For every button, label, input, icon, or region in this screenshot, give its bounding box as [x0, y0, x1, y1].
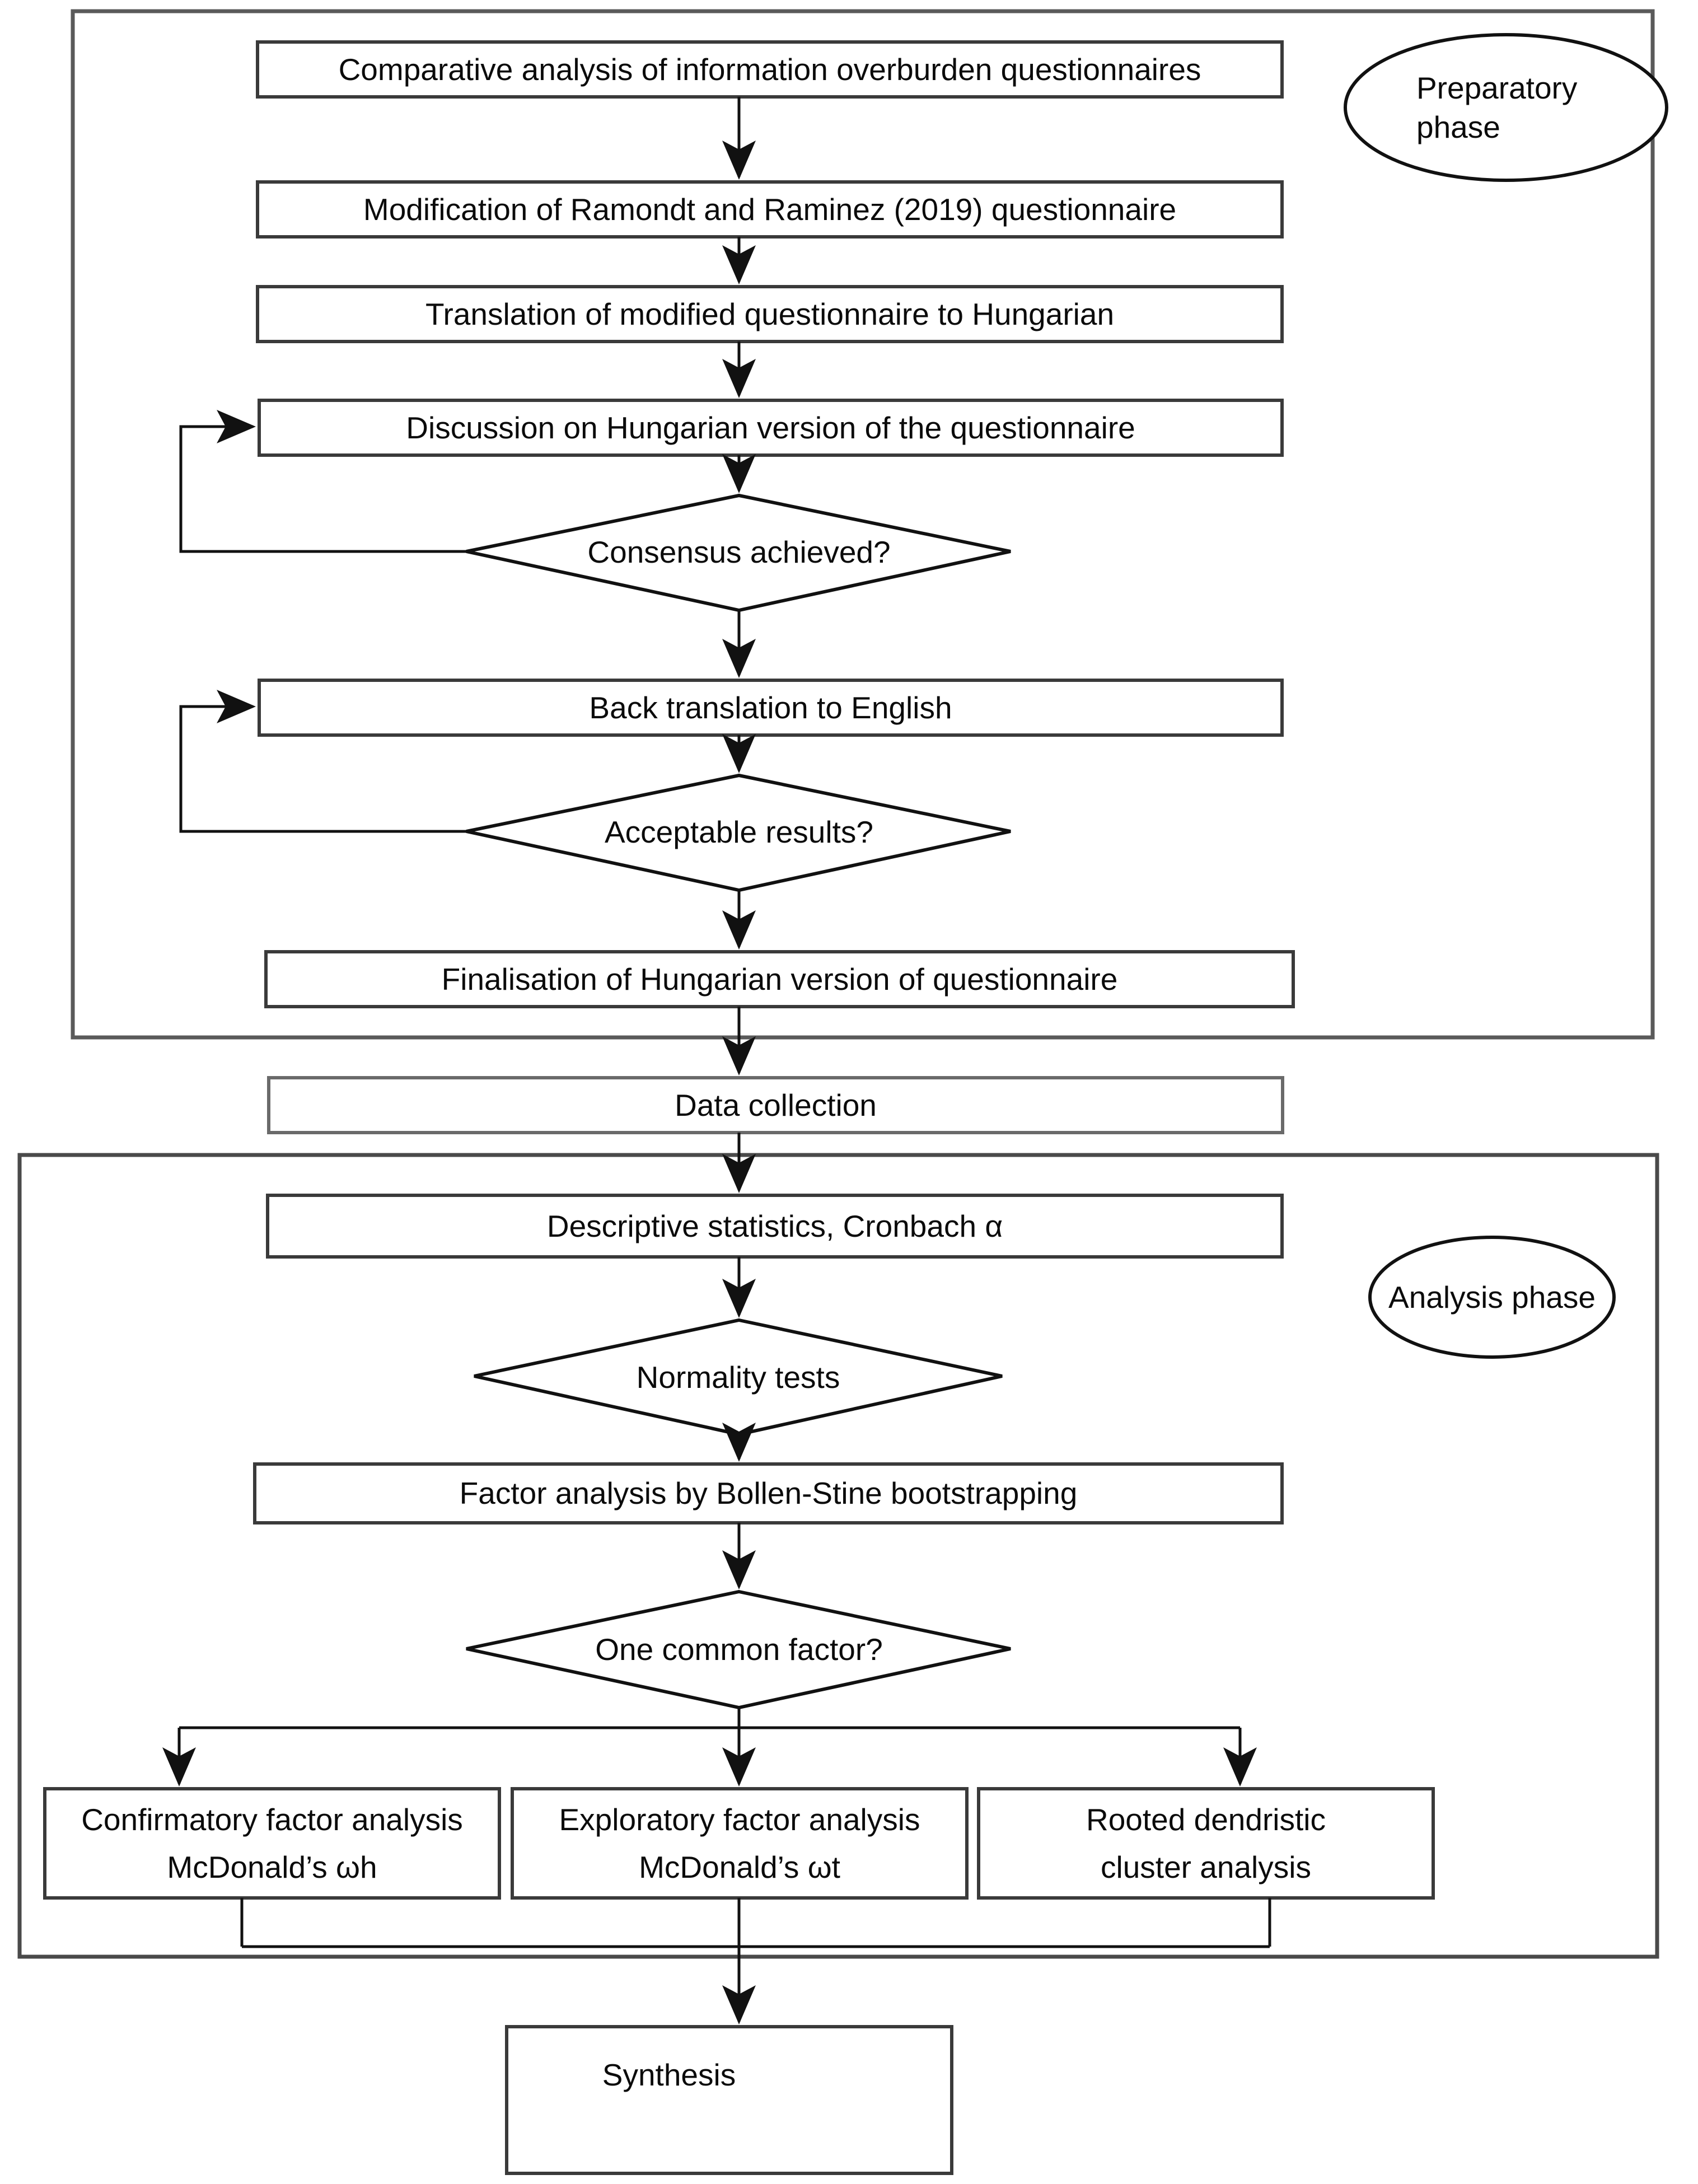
preparatory-phase-badge: [1344, 33, 1668, 182]
edge-d2-n5-loopback: [179, 690, 466, 833]
node-diamond-d3: [474, 1318, 1003, 1437]
node-box-n7: [267, 1076, 1284, 1134]
node-box-n5: [258, 679, 1284, 737]
node-box-n2: [256, 180, 1284, 238]
node-box-n4: [258, 399, 1284, 457]
node-box-n11: [511, 1787, 969, 1900]
node-box-n8: [266, 1194, 1284, 1259]
node-box-n3: [256, 285, 1284, 343]
node-box-n10: [43, 1787, 501, 1900]
node-box-n1: [256, 40, 1284, 99]
node-diamond-d4: [466, 1589, 1011, 1710]
analysis-phase-container: [17, 1153, 1659, 1959]
preparatory-phase-container: [71, 9, 1655, 1040]
node-box-n13: [505, 2025, 953, 2175]
edge-d1-n4-loopback: [179, 410, 466, 553]
node-box-n9: [253, 1462, 1284, 1524]
node-box-n6: [264, 950, 1295, 1008]
node-diamond-d2: [466, 773, 1011, 892]
node-diamond-d1: [466, 493, 1011, 612]
node-box-n12: [977, 1787, 1435, 1900]
analysis-phase-badge: [1368, 1236, 1616, 1359]
